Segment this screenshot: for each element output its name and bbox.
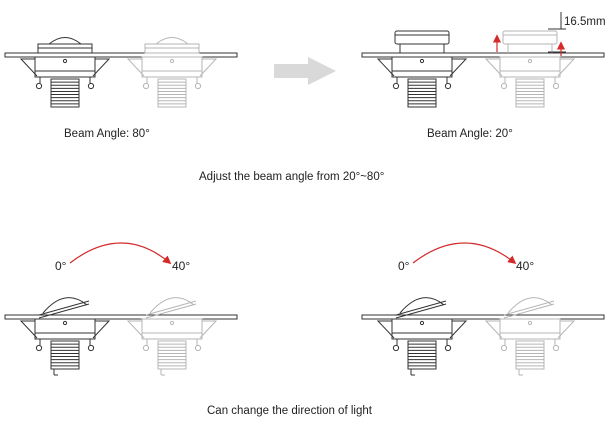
ceiling-panel-bottom-right bbox=[361, 314, 605, 320]
downlight-bottom-left-b bbox=[126, 297, 218, 376]
right-start-angle-label: 0° bbox=[398, 259, 410, 273]
downlight-top-right-b bbox=[484, 30, 576, 108]
right-end-angle-label: 40° bbox=[516, 259, 535, 273]
ceiling-panel-top-right bbox=[361, 52, 605, 58]
height-dimension-marker bbox=[548, 12, 566, 53]
left-end-angle-label: 40° bbox=[172, 259, 191, 273]
dimension-label: 16.5mm bbox=[564, 16, 606, 28]
downlight-bottom-right-b bbox=[484, 297, 576, 376]
direction-caption: Can change the direction of light bbox=[207, 405, 372, 417]
ceiling-panel-bottom-left bbox=[4, 314, 238, 320]
beam-adjust-caption: Adjust the beam angle from 20°~80° bbox=[199, 171, 385, 183]
downlight-top-right-a bbox=[376, 30, 468, 108]
rotation-arc-left bbox=[69, 242, 172, 265]
transition-arrow-icon bbox=[274, 57, 336, 85]
ceiling-panel-top-left bbox=[4, 52, 238, 58]
downlight-bottom-left-a bbox=[19, 297, 111, 376]
rotation-arc-right bbox=[412, 242, 517, 265]
height-adjust-arrows bbox=[492, 34, 566, 56]
downlight-bottom-right-a bbox=[376, 297, 468, 376]
beam-angle-20-label: Beam Angle: 20° bbox=[427, 128, 513, 140]
left-start-angle-label: 0° bbox=[55, 259, 67, 273]
downlight-top-left-a bbox=[19, 37, 111, 108]
beam-angle-80-label: Beam Angle: 80° bbox=[64, 128, 150, 140]
lamp-drawings bbox=[4, 30, 605, 376]
downlight-top-left-b bbox=[126, 37, 218, 108]
